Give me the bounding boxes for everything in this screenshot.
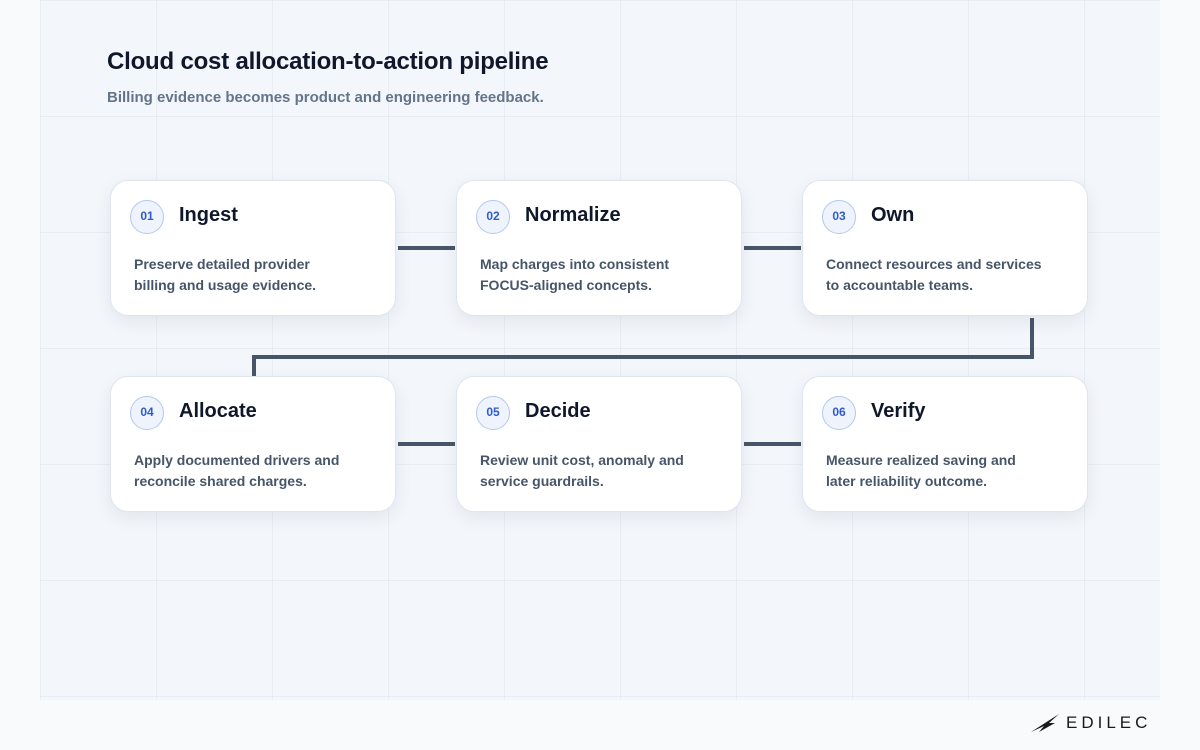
step-title: Allocate [179,400,257,422]
step-description: Preserve detailed provider billing and u… [134,256,317,293]
page-title: Cloud cost allocation-to-action pipeline [107,48,549,75]
step-card-allocate: 04 Allocate Apply documented drivers and… [110,376,396,512]
step-description: Apply documented drivers and reconcile s… [134,452,340,489]
step-title: Own [871,204,915,226]
brand-logo: EDILEC [1030,711,1151,735]
step-number-badge: 04 [130,396,164,430]
step-description: Connect resources and services to accoun… [826,256,1042,293]
step-title: Ingest [179,204,238,226]
page-subtitle: Billing evidence becomes product and eng… [107,89,544,106]
step-number-badge: 03 [822,200,856,234]
step-number-badge: 01 [130,200,164,234]
step-number-badge: 02 [476,200,510,234]
step-card-decide: 05 Decide Review unit cost, anomaly and … [456,376,742,512]
step-description: Review unit cost, anomaly and service gu… [480,452,684,489]
step-card-verify: 06 Verify Measure realized saving and la… [802,376,1088,512]
step-description: Map charges into consistent FOCUS-aligne… [480,256,670,293]
step-description: Measure realized saving and later reliab… [826,452,1016,489]
brand-wing-icon [1031,714,1059,732]
step-card-normalize: 02 Normalize Map charges into consistent… [456,180,742,316]
step-card-ingest: 01 Ingest Preserve detailed provider bil… [110,180,396,316]
step-number-badge: 06 [822,396,856,430]
diagram-canvas [40,0,1160,700]
step-title: Verify [871,400,926,422]
step-title: Decide [525,400,591,422]
step-title: Normalize [525,204,621,226]
brand-name: EDILEC [1066,713,1152,732]
step-number-badge: 05 [476,396,510,430]
step-card-own: 03 Own Connect resources and services to… [802,180,1088,316]
connector-03-04 [252,318,1034,377]
